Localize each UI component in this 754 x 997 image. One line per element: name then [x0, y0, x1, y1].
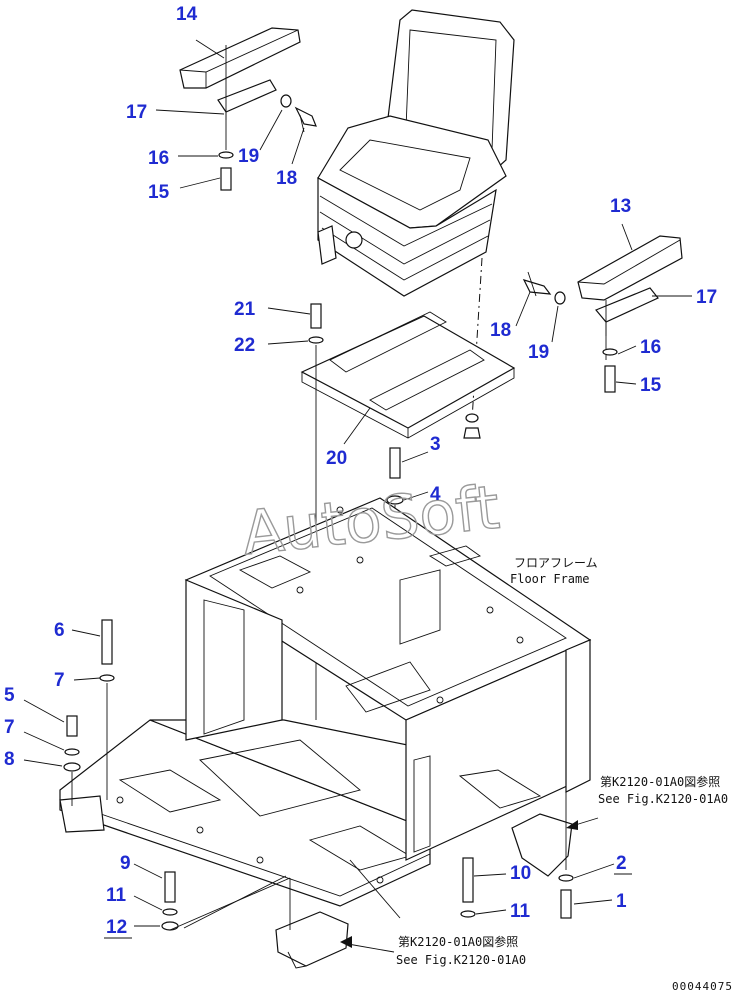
left-bolts — [63, 619, 115, 806]
part-label-8: 8 — [4, 749, 15, 770]
reference-upper-jp: 第K2120-01A0図参照 — [600, 774, 720, 789]
part-label-17-right: 17 — [696, 287, 717, 308]
seat-mounting-plate — [300, 311, 516, 439]
part-label-17-left: 17 — [126, 102, 147, 123]
lower-right-mount — [460, 690, 574, 919]
part-label-4: 4 — [430, 484, 441, 505]
part-label-12: 12 — [106, 917, 127, 938]
lower-left-mount — [161, 871, 349, 969]
part-label-18-left: 18 — [276, 168, 297, 189]
part-number-labels: 14 17 16 19 18 15 13 17 18 19 16 15 21 2… — [4, 4, 717, 938]
reference-arrows — [340, 817, 599, 953]
floor-frame-jp-label: フロアフレーム — [514, 556, 598, 570]
part-label-11-left: 11 — [106, 885, 127, 906]
part-label-15-right: 15 — [640, 375, 662, 396]
part-label-7-upper: 7 — [54, 670, 65, 691]
operator-seat — [317, 9, 515, 421]
armrest-left — [179, 27, 301, 150]
part-label-6: 6 — [54, 620, 65, 641]
leader-lines — [23, 39, 692, 929]
part-label-16-left: 16 — [148, 148, 169, 169]
part-label-5: 5 — [4, 685, 15, 706]
document-number: 00044075 — [672, 980, 733, 993]
part-label-22: 22 — [234, 335, 255, 356]
reference-lower-en: See Fig.K2120-01A0 — [396, 953, 526, 967]
bolt-washer-left — [218, 94, 317, 191]
floor-frame-en-label: Floor Frame — [510, 572, 589, 586]
part-label-2: 2 — [616, 853, 627, 874]
part-label-19-right: 19 — [528, 342, 549, 363]
bolt-washer-right — [522, 271, 618, 393]
part-label-13: 13 — [610, 196, 631, 217]
part-label-10: 10 — [510, 863, 531, 884]
floor-frame — [59, 497, 592, 907]
part-label-21: 21 — [234, 299, 256, 320]
part-label-15-left: 15 — [148, 182, 170, 203]
part-label-3: 3 — [430, 434, 441, 455]
part-label-18-right: 18 — [490, 320, 511, 341]
part-label-11-right: 11 — [510, 901, 531, 922]
part-label-20: 20 — [326, 448, 347, 469]
armrest-right — [577, 235, 683, 360]
reference-upper-en: See Fig.K2120-01A0 — [598, 792, 728, 806]
part-label-9: 9 — [120, 853, 131, 874]
part-label-19-left: 19 — [238, 146, 259, 167]
reference-lower-jp: 第K2120-01A0図参照 — [398, 934, 518, 949]
part-label-14: 14 — [176, 4, 198, 25]
part-label-1: 1 — [616, 891, 627, 912]
part-label-16-right: 16 — [640, 337, 661, 358]
part-label-7-lower: 7 — [4, 717, 15, 738]
